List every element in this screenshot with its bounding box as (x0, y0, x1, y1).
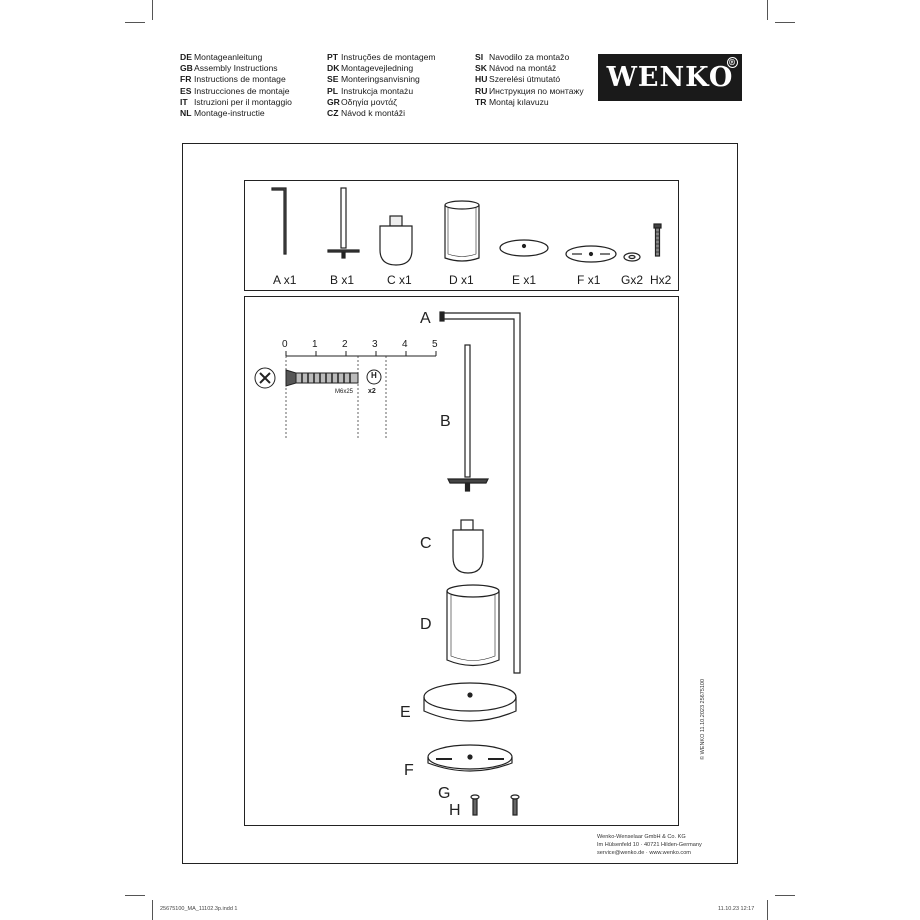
crop-mark (775, 895, 795, 896)
part-b-rod-drawing (327, 187, 360, 259)
part-e-disc-drawing (499, 239, 549, 257)
crop-mark (125, 895, 145, 896)
part-a-holder-drawing (271, 187, 287, 255)
ruler-tick-label: 2 (342, 339, 348, 350)
screw-size-ruler (254, 351, 437, 438)
assembly-label-d: D (420, 616, 432, 633)
assembly-rod-b (447, 344, 489, 492)
assembly-label-f: F (404, 762, 414, 779)
crop-mark (767, 0, 768, 20)
language-entry: GRΟδηγία μοντάζ (327, 96, 397, 107)
crop-mark (152, 900, 153, 920)
assembly-cylinder-d (446, 584, 500, 667)
ruler-tick-label: 1 (312, 339, 318, 350)
screw-quantity: x2 (368, 388, 376, 395)
part-label-h: Hx2 (650, 273, 672, 287)
part-label-a: A x1 (273, 273, 297, 287)
footer-file-name: 25675100_MA_11102.3p.indd 1 (160, 906, 238, 912)
part-label-b: B x1 (330, 273, 355, 287)
assembly-label-h: H (449, 802, 461, 819)
assembly-plate-f (427, 744, 513, 772)
crop-mark (125, 22, 145, 23)
ruler-tick-label: 4 (402, 339, 408, 350)
assembly-screws-h (470, 794, 520, 816)
part-label-d: D x1 (449, 273, 474, 287)
registered-mark: ® (727, 57, 738, 68)
crop-mark (775, 22, 795, 23)
assembly-diagram-panel (244, 296, 679, 826)
parts-list-panel (244, 180, 679, 291)
screw-size-label: M6x25 (335, 389, 354, 395)
footer-timestamp: 11.10.23 12:17 (718, 906, 755, 912)
parts-illustrations (271, 187, 662, 266)
assembly-cup-c (452, 519, 484, 574)
assembly-label-b: B (440, 413, 451, 430)
language-entry: GBAssembly Instructions (180, 63, 278, 74)
manufacturer-imprint: Wenko-Wenselaar GmbH & Co. KG Im Hülsenf… (597, 834, 702, 856)
crop-mark (152, 0, 153, 20)
ruler-tick-label: 5 (432, 339, 438, 350)
part-label-f: F x1 (577, 273, 601, 287)
part-c-cup-drawing (379, 215, 413, 266)
part-f-plate-drawing (565, 245, 617, 263)
copyright-side-text: © WENKO 11.10.2023 25675100 (700, 678, 706, 760)
assembly-label-e: E (400, 704, 411, 721)
brand-logo-text: WENKO (606, 62, 734, 93)
assembly-illustration (423, 311, 521, 816)
part-label-e: E x1 (512, 273, 537, 287)
part-d-cylinder-drawing (444, 200, 480, 262)
assembly-holder-a (439, 311, 521, 674)
screw-part-letter: H (371, 371, 377, 380)
assembly-label-a: A (420, 310, 431, 327)
ruler-tick-label: 3 (372, 339, 378, 350)
assembly-label-c: C (420, 535, 432, 552)
brand-logo: WENKO ® (598, 54, 742, 101)
assembly-disc-e (423, 682, 517, 722)
part-g-washer-drawing (623, 252, 641, 262)
instruction-frame (182, 143, 738, 864)
part-label-g: Gx2 (621, 273, 644, 287)
crop-mark (767, 900, 768, 920)
assembly-label-g: G (438, 785, 451, 802)
part-h-screw-drawing (653, 223, 662, 257)
part-label-c: C x1 (387, 273, 412, 287)
ruler-tick-label: 0 (282, 339, 288, 350)
